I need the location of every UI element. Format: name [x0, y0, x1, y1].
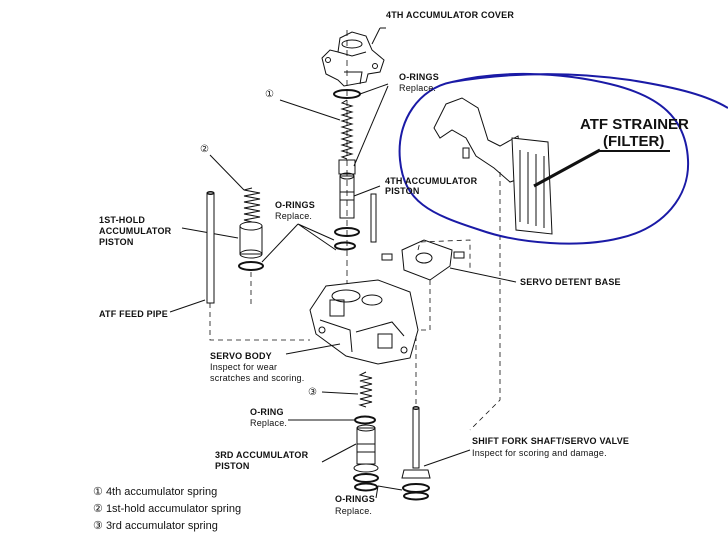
label-1st-hold-l3: PISTON [99, 237, 134, 247]
leader-3rd-piston [321, 443, 357, 463]
callout-3: ③ [308, 387, 317, 398]
label-1st-hold-l1: 1ST-HOLD [99, 215, 146, 225]
spring-4th-accumulator [340, 99, 354, 160]
label-oring-single: O-RING [250, 407, 284, 417]
label-shift-fork-shaft: SHIFT FORK SHAFT/SERVO VALVE [472, 436, 630, 446]
label-4th-accumulator-piston-l2: PISTON [385, 186, 420, 196]
legend-mark: ① [93, 486, 103, 498]
callout-1: ① [265, 89, 274, 100]
label-orings-mid: O-RINGS [275, 200, 315, 210]
leader-orings-top [359, 83, 389, 95]
label-servo-body-note1: Inspect for wear [210, 362, 278, 372]
label-oring-single-note: Replace. [250, 418, 288, 428]
leader-orings-top-2 [353, 85, 389, 167]
oring-1st-hold [238, 261, 264, 271]
legend-text: 4th accumulator spring [105, 486, 218, 498]
oring-single [354, 415, 376, 425]
label-shift-fork-note: Inspect for scoring and damage. [472, 448, 607, 458]
label-servo-body: SERVO BODY [210, 351, 272, 361]
label-servo-detent-base: SERVO DETENT BASE [520, 277, 621, 287]
legend-text: 1st-hold accumulator spring [105, 503, 242, 515]
piston-4th-accumulator [338, 159, 356, 219]
legend-mark: ② [93, 503, 103, 515]
label-atf-feed-pipe: ATF FEED PIPE [99, 309, 168, 319]
piston-1st-hold [239, 221, 263, 259]
label-orings-top: O-RINGS [399, 72, 439, 82]
leader-orings-mid [297, 223, 337, 251]
label-orings-mid-note: Replace. [275, 211, 313, 221]
label-orings-bottom-note: Replace. [335, 506, 373, 516]
legend-item-1: ① 4th accumulator spring [93, 486, 217, 499]
legend-mark: ③ [93, 520, 103, 532]
legend-item-3: ③ 3rd accumulator spring [93, 520, 218, 533]
callout-2: ② [200, 144, 209, 155]
servo-detent-base [381, 239, 465, 281]
accumulator-cover-4th [321, 31, 385, 87]
label-4th-accumulator-piston-l1: 4TH ACCUMULATOR [385, 176, 478, 186]
leader-strainer [533, 148, 601, 188]
atf-feed-pipe [206, 191, 215, 304]
label-atf-strainer-filter: (FILTER) [603, 133, 665, 150]
label-orings-bottom: O-RINGS [335, 494, 375, 504]
strainer-highlight-outline [398, 72, 728, 245]
label-1st-hold-l2: ACCUMULATOR [99, 226, 172, 236]
servo-body [309, 279, 419, 365]
leader-spring-1 [279, 99, 341, 121]
label-atf-strainer: ATF STRAINER [580, 116, 689, 133]
leader-cover [371, 27, 381, 45]
piston-3rd-accumulator [353, 424, 379, 473]
leader-feed-pipe [169, 299, 206, 313]
label-4th-accumulator-cover: 4TH ACCUMULATOR COVER [386, 10, 515, 20]
label-servo-body-note2: scratches and scoring. [210, 373, 305, 383]
leader-servo-body [285, 343, 341, 355]
label-3rd-accumulator-l1: 3RD ACCUMULATOR [215, 450, 309, 460]
leader-detent-base [449, 267, 517, 283]
label-3rd-accumulator-l2: PISTON [215, 461, 250, 471]
legend-text: 3rd accumulator spring [105, 520, 218, 532]
strainer-underline [598, 150, 670, 152]
shift-fork-shaft [401, 406, 431, 479]
spring-1st-hold [243, 187, 261, 223]
spring-3rd-accumulator [358, 371, 373, 408]
leader-shift-fork [423, 449, 471, 467]
label-orings-top-note: Replace. [399, 83, 437, 93]
leader-piston-4th [353, 185, 381, 197]
legend-item-2: ② 1st-hold accumulator spring [93, 503, 241, 516]
leader-spring-2 [209, 154, 245, 191]
atf-strainer [433, 97, 553, 235]
